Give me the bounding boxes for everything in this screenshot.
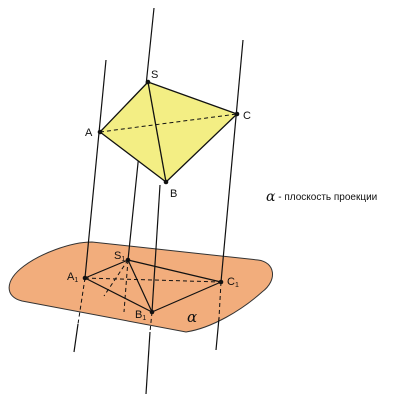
label-c: C bbox=[243, 110, 251, 122]
edge-a1-s1 bbox=[84, 259, 129, 279]
projecting-line-a-lower bbox=[73, 323, 79, 353]
projecting-line-s-hidden bbox=[123, 259, 129, 313]
edge-a-c-hidden bbox=[99, 113, 238, 133]
point-s bbox=[145, 79, 151, 85]
edge-s1-c1 bbox=[127, 259, 222, 283]
label-b1: B1 bbox=[135, 309, 146, 322]
point-a1 bbox=[82, 275, 88, 281]
projecting-line-c bbox=[220, 39, 244, 283]
label-a1-sub: 1 bbox=[74, 277, 78, 284]
plane-label: α bbox=[187, 308, 197, 326]
tetrahedron-face bbox=[99, 81, 238, 183]
label-c1: C1 bbox=[227, 276, 239, 289]
label-a: A bbox=[85, 127, 93, 139]
label-c1-main: C bbox=[227, 276, 235, 288]
label-a1: A1 bbox=[67, 271, 78, 284]
point-b1 bbox=[149, 309, 155, 315]
label-b1-main: B bbox=[135, 309, 142, 321]
point-c bbox=[234, 111, 240, 117]
hidden-projecting-segments bbox=[77, 259, 222, 333]
label-s1-sub: 1 bbox=[121, 256, 125, 263]
projecting-line-b bbox=[151, 184, 161, 313]
edge-a1-b1 bbox=[84, 277, 153, 313]
points bbox=[82, 79, 240, 315]
point-c1 bbox=[218, 279, 224, 285]
projecting-line-c-hidden bbox=[218, 281, 222, 319]
edge-a1-c1-hidden bbox=[84, 277, 222, 283]
projecting-line-b-hidden bbox=[149, 311, 153, 333]
edge-s1-b1 bbox=[127, 259, 153, 313]
projecting-line-b-lower bbox=[145, 331, 151, 395]
label-a1-main: A bbox=[67, 271, 75, 283]
point-b bbox=[163, 179, 169, 185]
label-s1: S1 bbox=[114, 250, 125, 263]
legend-text: - плоскость проекции bbox=[275, 192, 377, 203]
label-s: S bbox=[151, 69, 158, 81]
label-s1-main: S bbox=[114, 250, 121, 262]
label-c1-sub: 1 bbox=[235, 282, 239, 289]
label-b1-sub: 1 bbox=[142, 315, 146, 322]
projection-hidden-edges bbox=[84, 259, 222, 297]
edge-s-b bbox=[147, 81, 167, 183]
legend-symbol: α bbox=[266, 189, 276, 205]
projection-edges bbox=[84, 259, 222, 313]
edge-b1-c1 bbox=[151, 281, 222, 313]
point-s1 bbox=[125, 257, 131, 263]
edge-s1-b1-inner-hidden bbox=[103, 259, 129, 297]
label-b: B bbox=[170, 188, 177, 200]
projecting-lines bbox=[73, 7, 244, 395]
projecting-line-a-hidden bbox=[77, 277, 86, 325]
point-a bbox=[97, 129, 103, 135]
projecting-line-c-lower bbox=[215, 317, 220, 351]
projecting-line-a bbox=[84, 59, 107, 279]
legend: α - плоскость проекции bbox=[266, 189, 377, 205]
